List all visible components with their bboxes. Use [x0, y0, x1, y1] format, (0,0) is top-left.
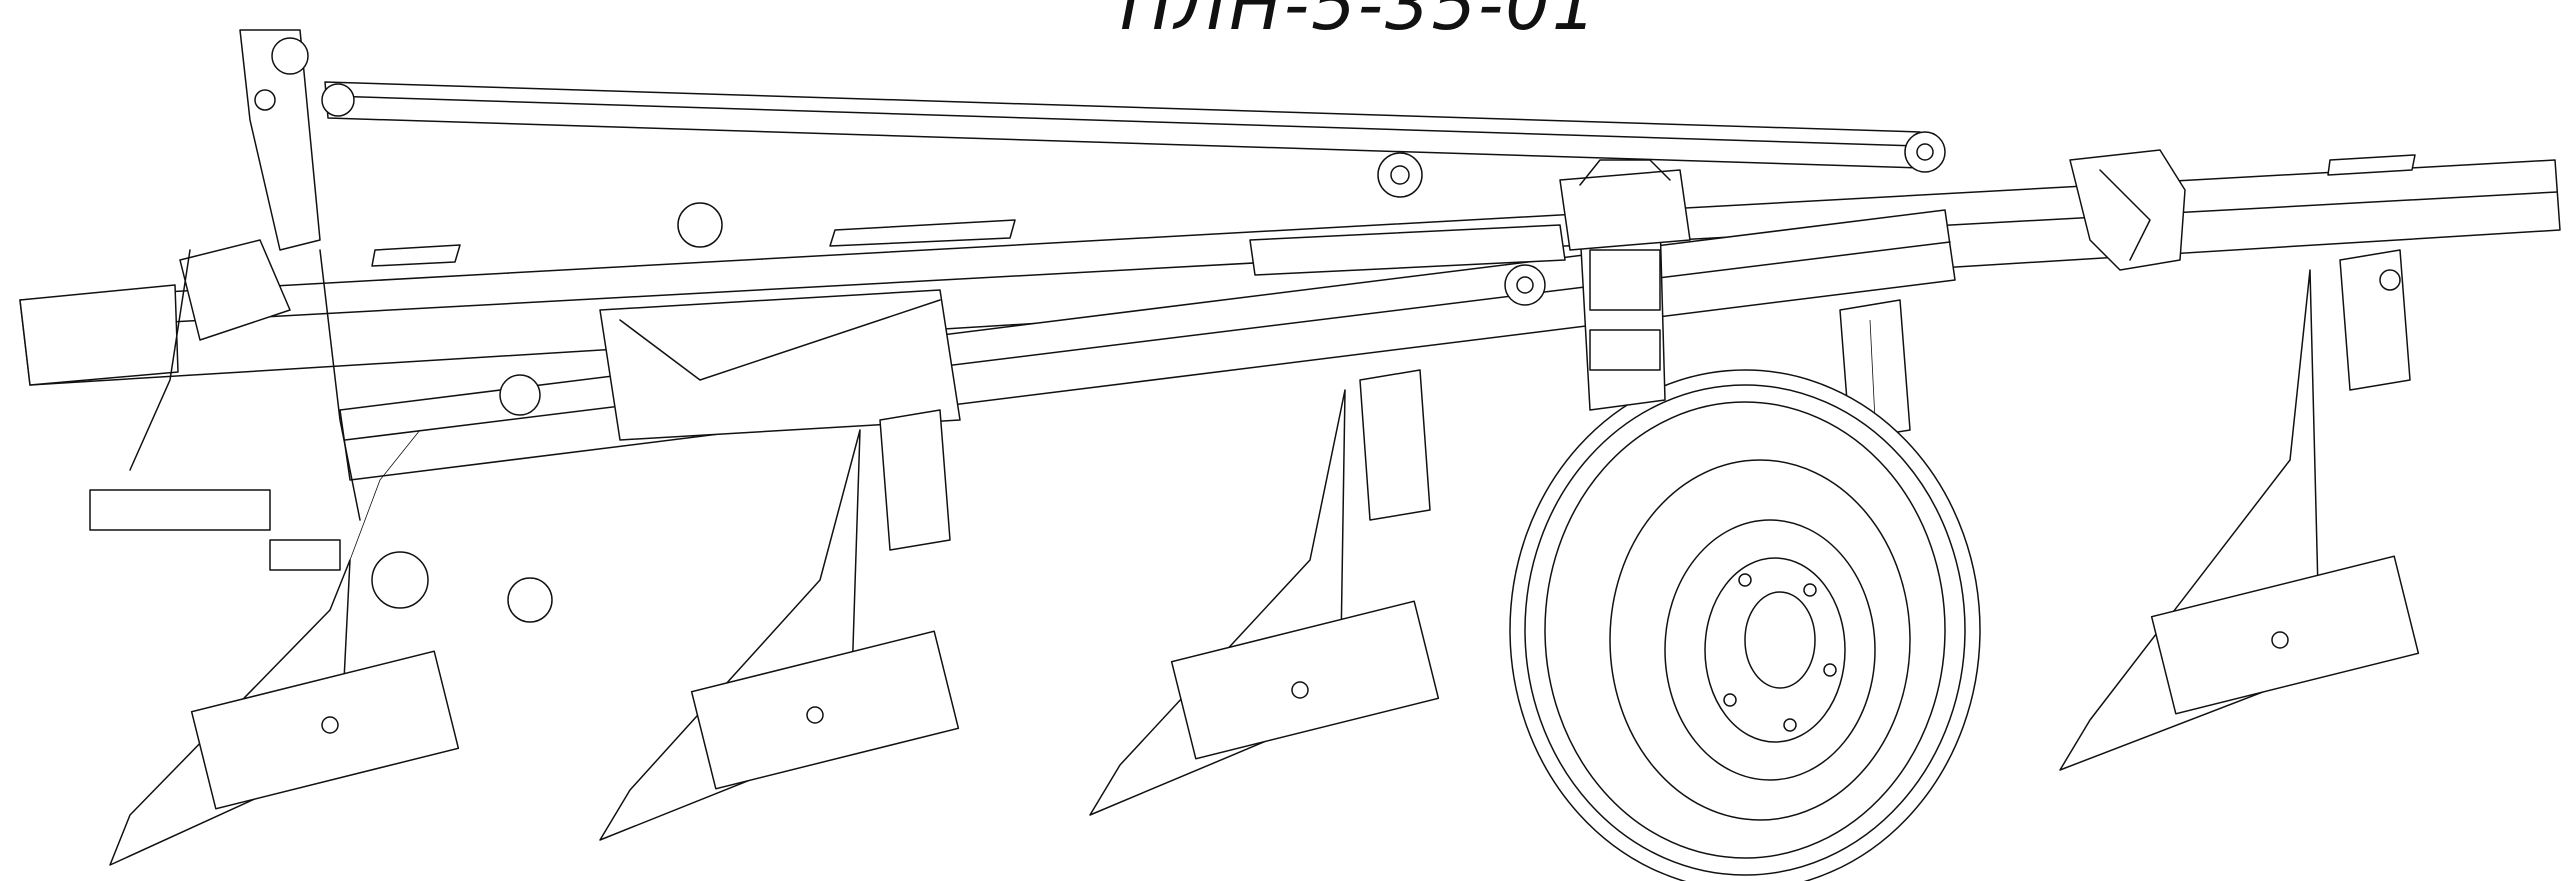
wheel-bracket	[1559, 159, 1691, 251]
frame-skids	[371, 154, 2416, 267]
plough-body-5	[2059, 249, 2420, 771]
lifting-eyes	[1377, 152, 1546, 306]
plough-body-1	[109, 429, 460, 866]
main-frame	[19, 159, 2561, 481]
top-link-bar	[321, 81, 1946, 173]
three-point-hitch	[89, 29, 723, 623]
drawing-title: ПЛН-5-35-01	[1120, 0, 1599, 46]
plough-body-3	[1089, 369, 1440, 816]
plough-body-2	[599, 409, 960, 841]
gauge-wheel	[1509, 219, 1981, 881]
right-bracket	[2069, 149, 2186, 271]
